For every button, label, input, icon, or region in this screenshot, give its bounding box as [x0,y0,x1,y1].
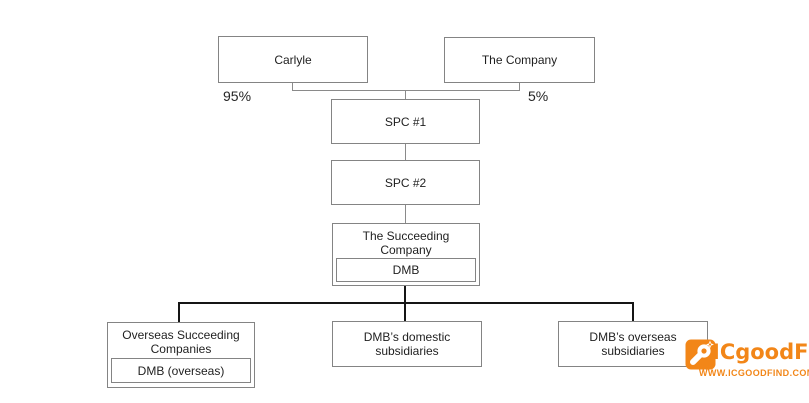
node-spc1: SPC #1 [331,99,480,144]
connector-carlyle-drop [292,83,293,91]
node-the-company-label: The Company [481,53,558,67]
connector-company-drop [519,83,520,91]
connector-subsidiaries-horizontal [178,302,634,304]
node-succeeding-company-label: The Succeeding Company [362,229,450,257]
watermark-brand: ICgoodFind [712,340,809,364]
watermark-logo [685,339,716,370]
connector-to-spc1 [405,90,406,99]
connector-left-drop [178,302,180,322]
node-overseas-succeeding: Overseas Succeeding Companies DMB (overs… [107,322,255,388]
connector-right-drop [632,302,634,321]
node-carlyle-label: Carlyle [274,52,312,67]
node-dmb: DMB [336,258,476,282]
node-spc2-label: SPC #2 [384,175,427,190]
node-domestic-subsidiaries-label: DMB’s domestic subsidiaries [363,330,451,358]
node-dmb-label: DMB [392,263,420,277]
node-overseas-subsidiaries: DMB’s overseas subsidiaries [558,321,708,367]
connector-spc1-spc2 [405,143,406,160]
node-succeeding-company: The Succeeding Company DMB [332,223,480,286]
node-overseas-succeeding-label: Overseas Succeeding Companies [122,328,240,356]
node-dmb-overseas: DMB (overseas) [111,358,251,383]
watermark-url: WWW.ICGOODFIND.COM [699,368,809,378]
node-carlyle: Carlyle [218,36,368,83]
wrench-magnifier-icon [685,339,716,370]
node-spc2: SPC #2 [331,160,480,205]
connector-spc2-succeeding [405,204,406,223]
ownership-carlyle: 95% [223,88,252,104]
node-spc1-label: SPC #1 [384,114,427,129]
node-dmb-overseas-label: DMB (overseas) [137,363,225,378]
ownership-the-company: 5% [528,88,549,104]
node-the-company: The Company [444,37,595,83]
connector-owners-horizontal [292,90,520,91]
node-overseas-subsidiaries-label: DMB’s overseas subsidiaries [589,330,677,358]
node-domestic-subsidiaries: DMB’s domestic subsidiaries [332,321,482,367]
